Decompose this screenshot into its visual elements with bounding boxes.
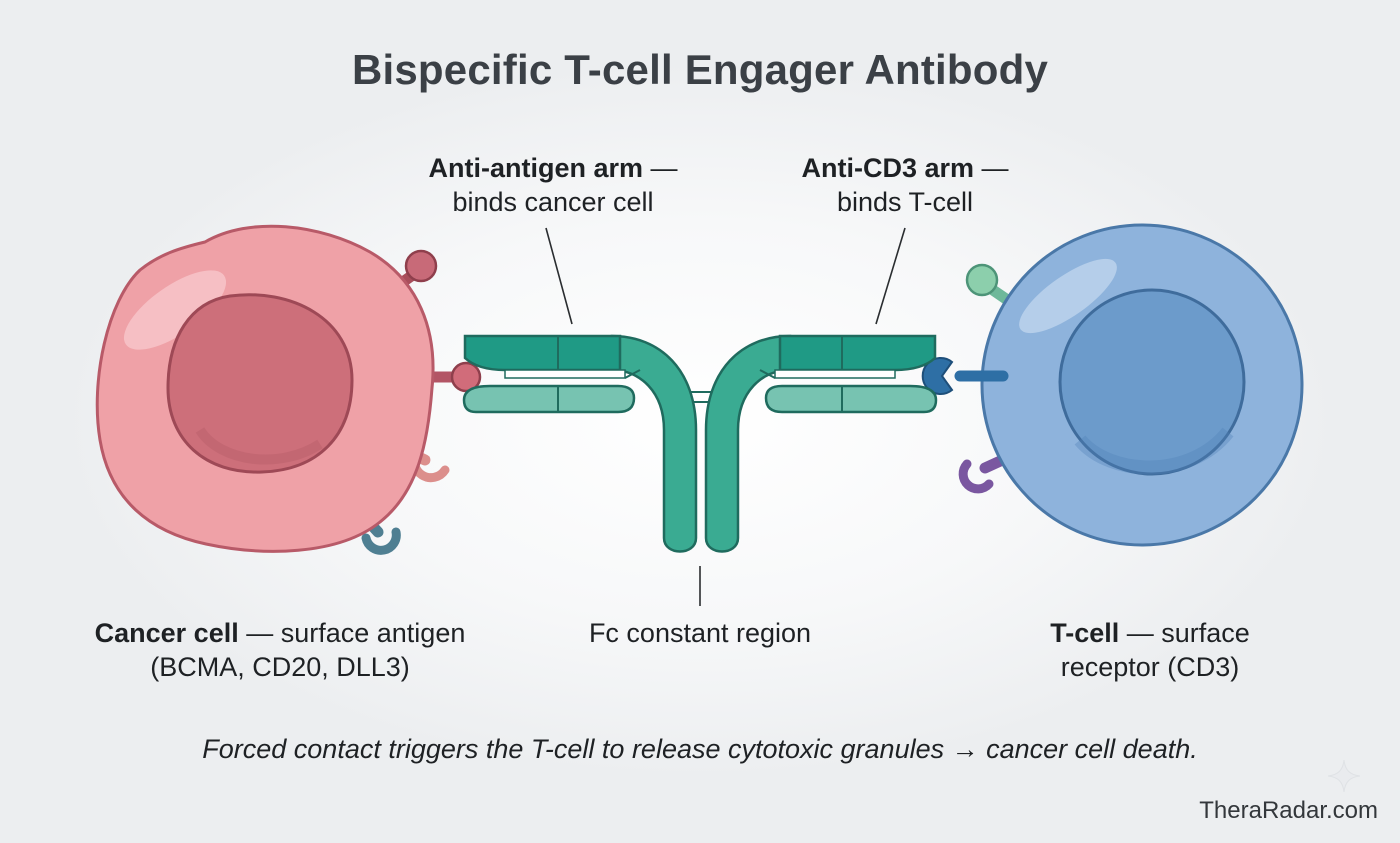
label-t-cell-rest: — surface (1119, 618, 1250, 648)
label-cancer-cell: Cancer cell — surface antigen (BCMA, CD2… (60, 616, 500, 684)
label-anti-antigen-arm-detail: binds cancer cell (452, 187, 654, 217)
t-cell (921, 223, 1304, 547)
leader-antigen-arm (545, 227, 573, 325)
caption: Forced contact triggers the T-cell to re… (202, 734, 1198, 764)
cancer-nucleus (166, 293, 354, 474)
label-anti-cd3-arm-detail: binds T-cell (836, 187, 974, 217)
sparkle-icon (1327, 759, 1361, 793)
label-anti-cd3-arm: Anti-CD3 arm — binds T-cell (750, 151, 1060, 219)
label-cancer-cell-title: Cancer cell (94, 618, 239, 648)
label-cancer-cell-rest: — surface antigen (238, 618, 466, 648)
footer-brand[interactable]: TheraRadar.com (1199, 797, 1378, 824)
label-fc-region: Fc constant region (540, 616, 860, 650)
label-anti-antigen-arm: Anti-antigen arm — binds cancer cell (388, 151, 718, 219)
label-anti-antigen-arm-title: Anti-antigen arm (428, 153, 643, 183)
label-cancer-cell-detail: (BCMA, CD20, DLL3) (150, 652, 410, 682)
anti-cd3-arm (759, 334, 938, 414)
cd3-receptor (921, 357, 1009, 395)
fc-stem-left (610, 334, 698, 553)
label-t-cell-title: T-cell (1050, 618, 1120, 648)
t-cell-nucleus (1058, 288, 1246, 476)
cancer-cell (95, 224, 482, 555)
antibody (462, 334, 938, 553)
leader-cd3-arm (875, 227, 906, 325)
label-t-cell-detail: receptor (CD3) (1060, 652, 1240, 682)
label-fc-region-text: Fc constant region (588, 618, 812, 648)
label-anti-antigen-arm-dash: — (643, 153, 678, 183)
anti-antigen-arm (462, 334, 641, 414)
diagram-title: Bispecific T-cell Engager Antibody (351, 46, 1049, 93)
label-anti-cd3-arm-title: Anti-CD3 arm (801, 153, 974, 183)
fc-stem-right (704, 334, 792, 553)
label-anti-cd3-arm-dash: — (974, 153, 1009, 183)
label-t-cell: T-cell — surface receptor (CD3) (1000, 616, 1300, 684)
